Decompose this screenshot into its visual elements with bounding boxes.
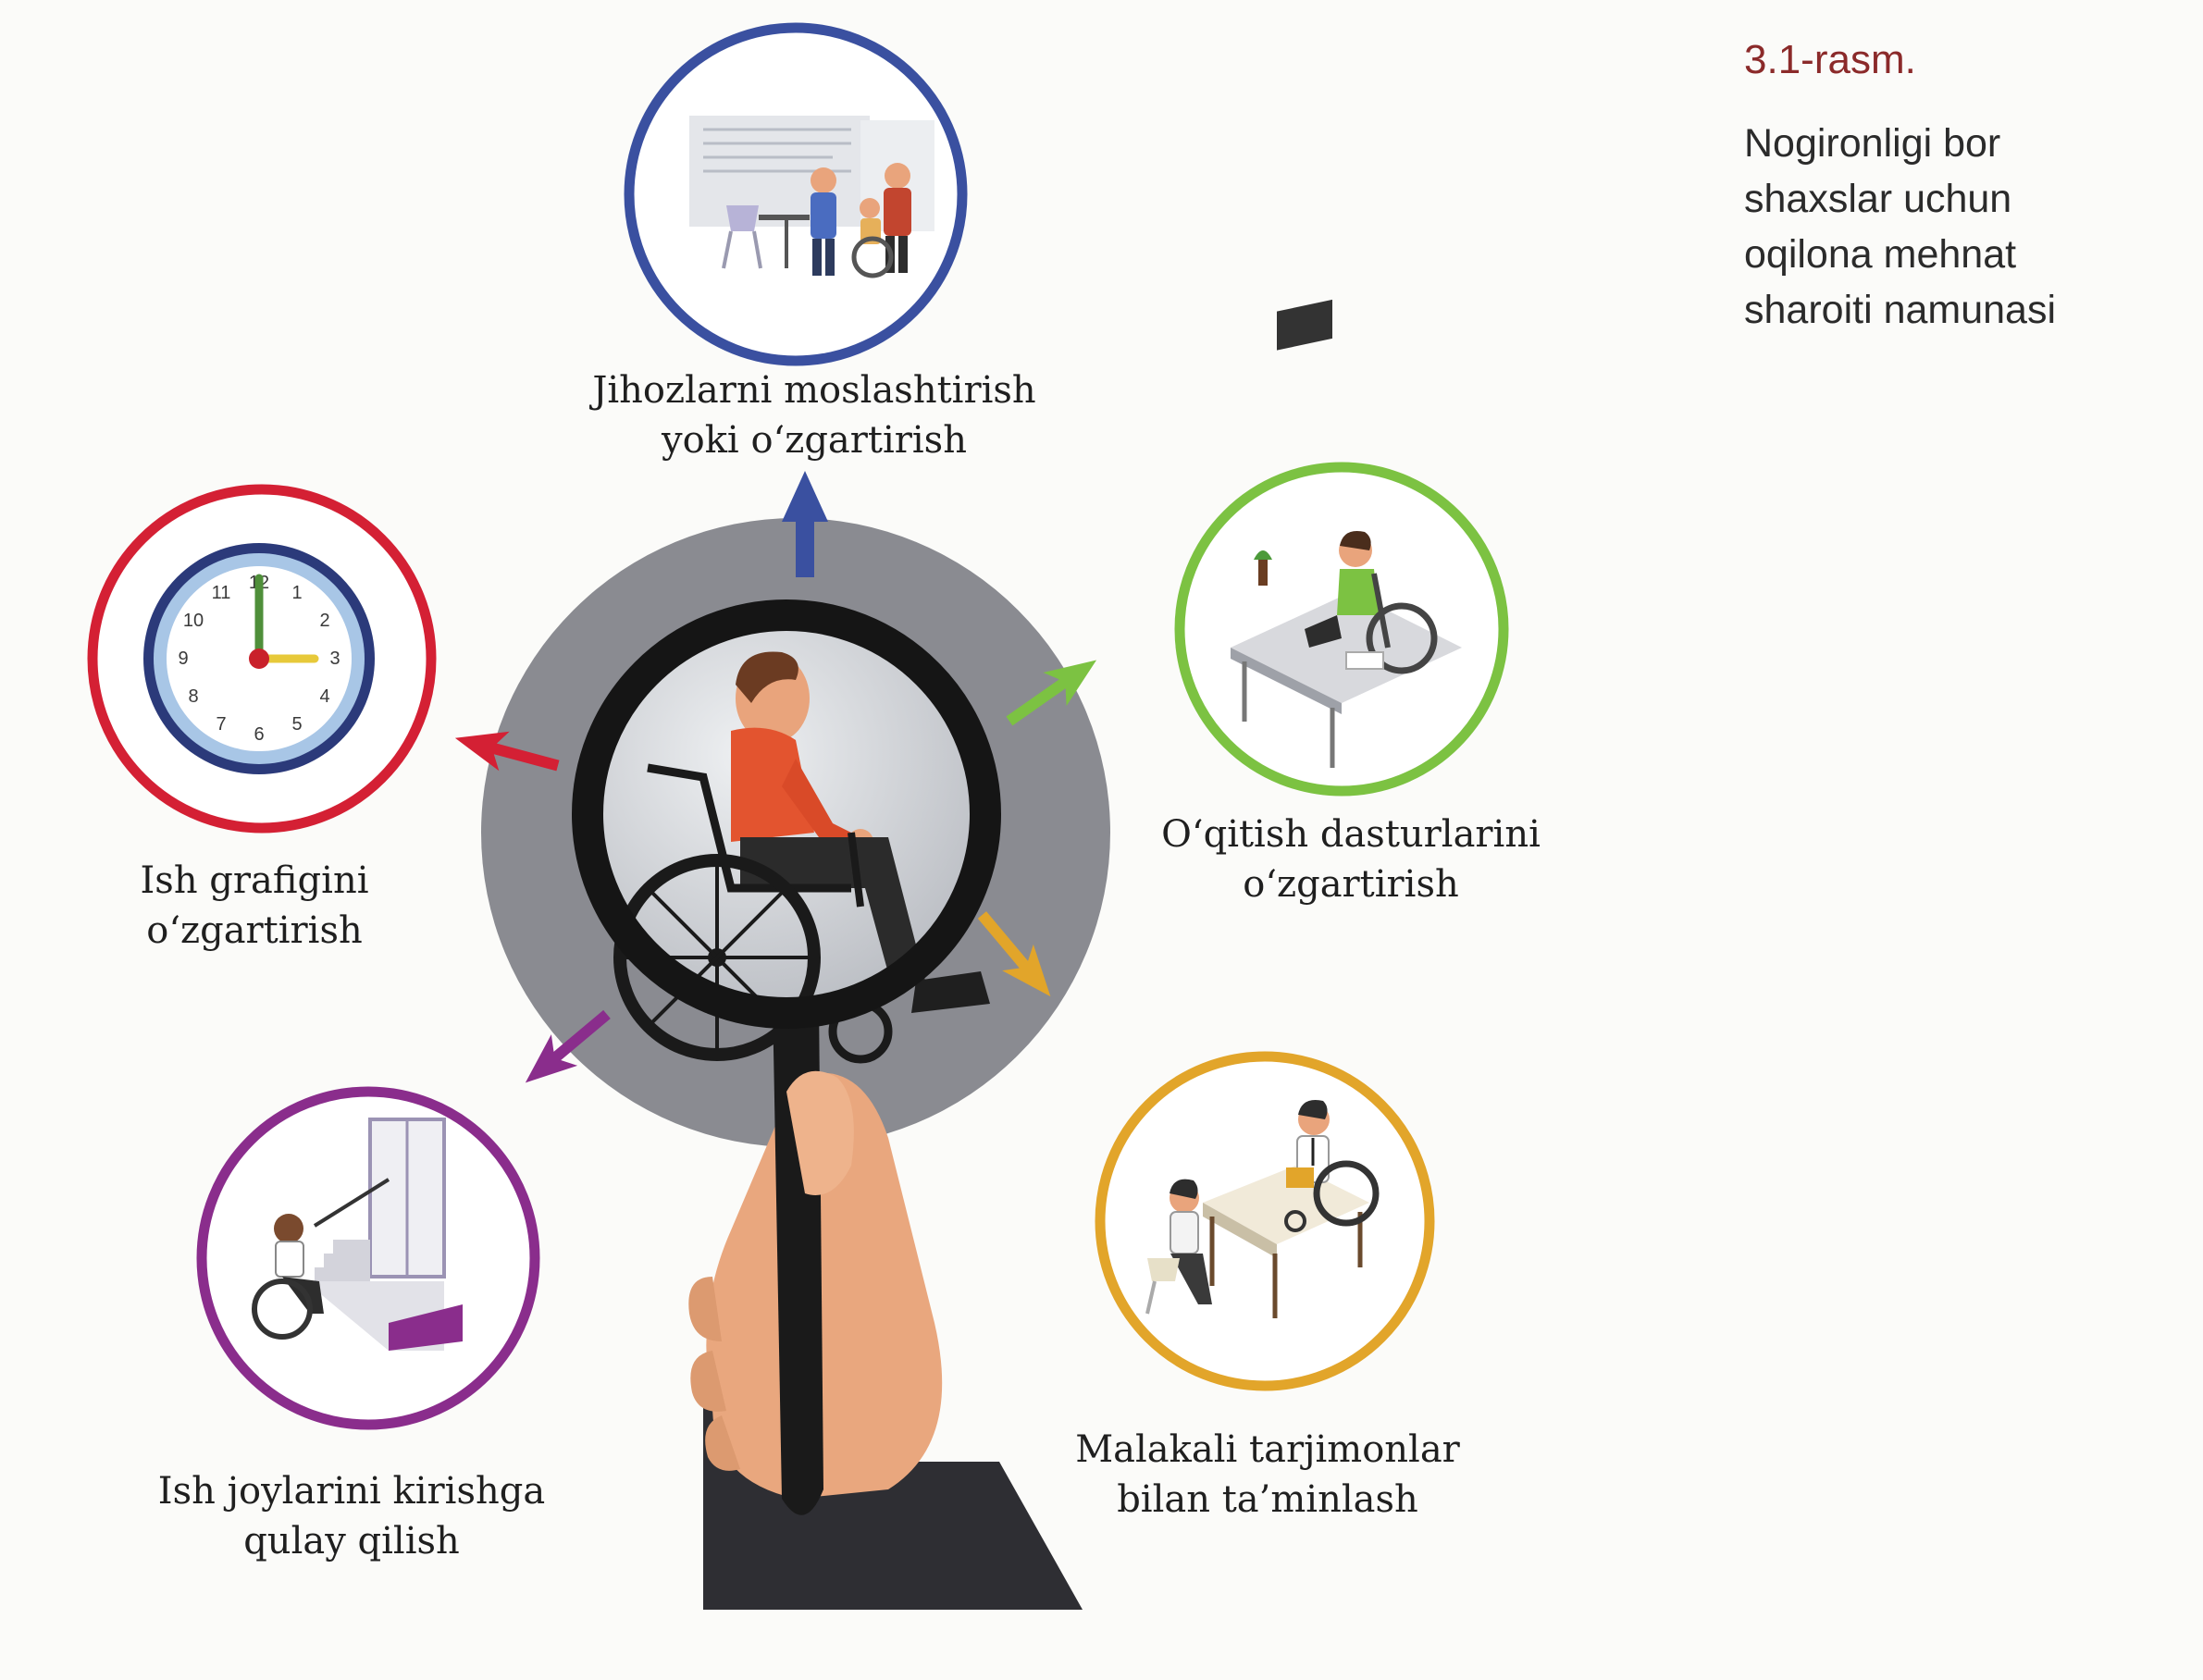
label-schedule: Ish grafigini o‘zgartirish (102, 856, 407, 956)
label-line: Malakali tarjimonlar (1075, 1428, 1460, 1471)
clock-number: 1 (291, 583, 302, 603)
node-equipment (624, 22, 968, 366)
label-line: Jihozlarni moslashtirish (592, 369, 1036, 412)
arrow-left-icon (454, 731, 560, 772)
node-interpreters (1095, 1051, 1435, 1391)
label-line: Ish joylarini kirishga (157, 1470, 546, 1513)
clock-icon: 121234567891011 (143, 543, 375, 774)
clock-number: 2 (319, 611, 329, 631)
label-equipment: Jihozlarni moslashtirish yoki o‘zgartiri… (574, 365, 1055, 465)
magnifier-with-wheelchair-user-icon (572, 599, 1083, 1610)
label-line: bilan ta’minlash (1117, 1478, 1418, 1521)
figure-number: 3.1-rasm. (1744, 37, 1916, 82)
arrow-up-icon (782, 471, 828, 577)
caption-line: shaxslar uchun (1744, 177, 2012, 221)
label-line: o‘zgartirish (146, 909, 363, 952)
clock-number: 11 (212, 583, 231, 603)
label-line: yoki o‘zgartirish (662, 419, 967, 462)
clock-number: 10 (183, 611, 204, 631)
meeting-wheelchair-icon (1145, 1100, 1380, 1318)
office-team-wheelchair-icon (689, 116, 934, 278)
clock-number: 9 (178, 649, 188, 669)
clock-number: 7 (216, 714, 226, 735)
caption-line: sharoiti namunasi (1744, 288, 2057, 332)
label-training: O‘qitish dasturlarini o‘zgartirish (1120, 809, 1582, 909)
arrow-up-right-icon (1006, 660, 1097, 726)
ramp-wheelchair-icon (252, 1118, 463, 1351)
caption-line: Nogironligi bor (1744, 121, 2001, 166)
label-line: Ish grafigini (140, 859, 369, 902)
desk-worker-wheelchair-icon (1231, 299, 1462, 768)
arrow-down-right-icon (977, 911, 1051, 997)
clock-number: 3 (329, 649, 340, 669)
clock-number: 5 (291, 714, 302, 735)
node-schedule: 121234567891011 (87, 484, 437, 834)
label-interpreters: Malakali tarjimonlar bilan ta’minlash (1046, 1425, 1490, 1525)
label-line: qulay qilish (243, 1520, 460, 1563)
node-training (1174, 299, 1509, 797)
caption-line: oqilona mehnat (1744, 232, 2017, 277)
arrow-down-left-icon (525, 1009, 611, 1083)
label-accessibility: Ish joylarini kirishga qulay qilish (130, 1466, 574, 1566)
node-accessibility (196, 1086, 540, 1430)
figure-caption: Nogironligi bor shaxslar uchun oqilona m… (1744, 116, 2133, 338)
clock-number: 6 (254, 724, 264, 745)
clock-number: 4 (319, 686, 329, 707)
label-line: o‘zgartirish (1243, 863, 1459, 906)
label-line: O‘qitish dasturlarini (1161, 813, 1541, 856)
clock-number: 8 (188, 686, 198, 707)
